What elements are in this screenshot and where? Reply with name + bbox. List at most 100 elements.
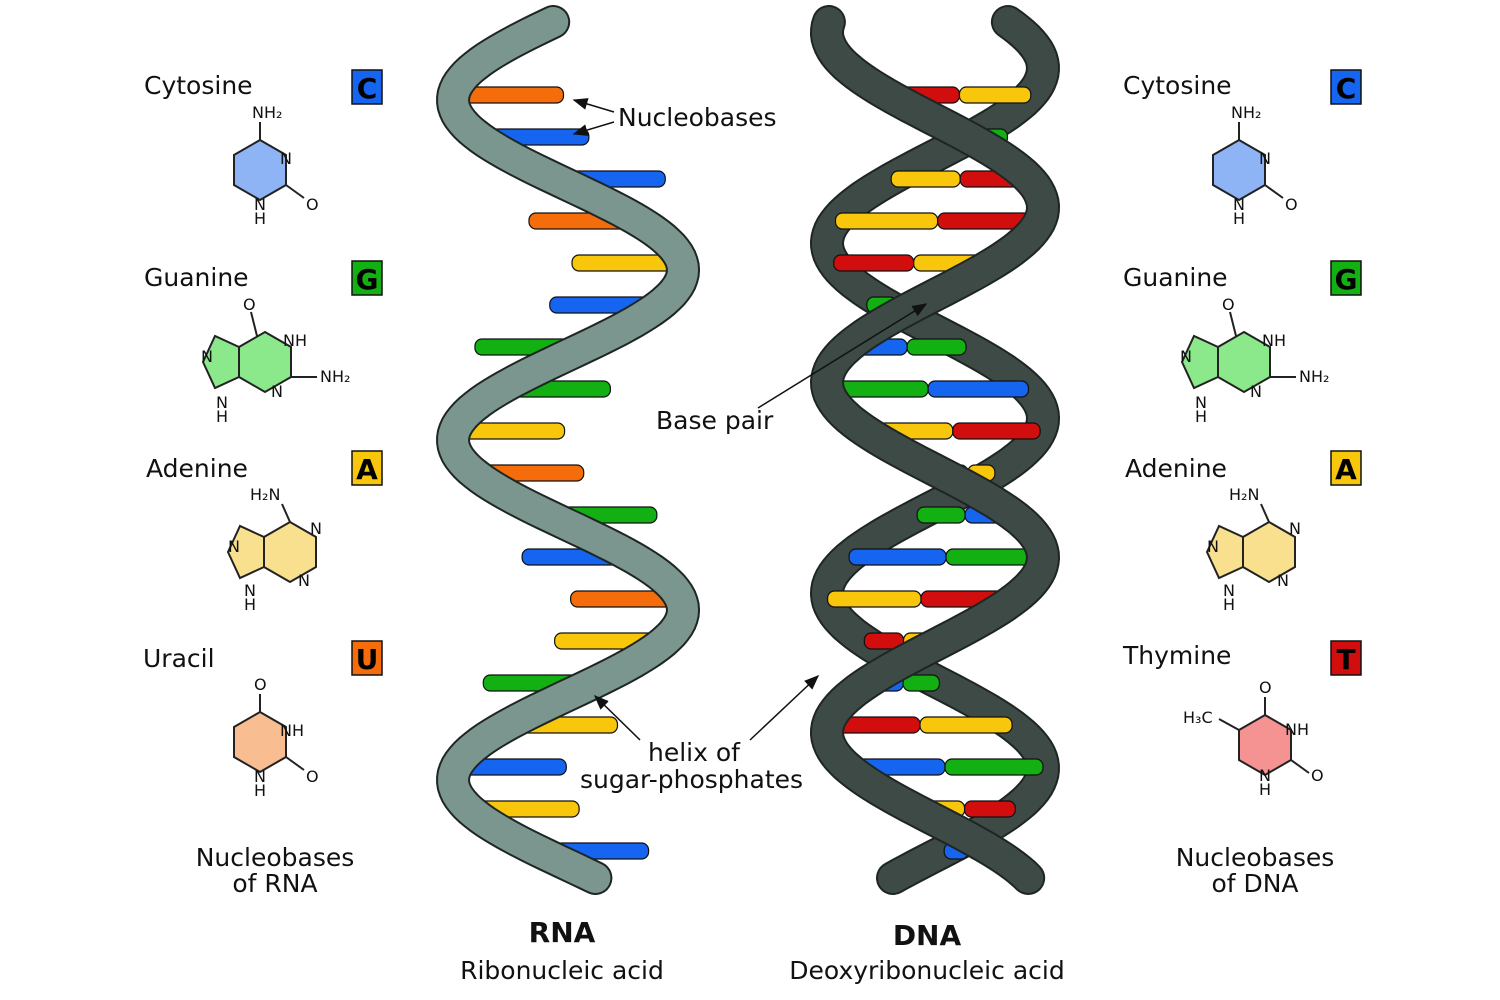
svg-text:N: N (280, 149, 292, 168)
svg-text:H: H (1233, 209, 1245, 228)
svg-text:O: O (1311, 766, 1324, 785)
svg-text:H: H (244, 595, 256, 614)
svg-text:N: N (228, 537, 240, 556)
badge-g (1330, 260, 1362, 296)
svg-text:H: H (254, 209, 266, 228)
guanine-structure: O NH NH₂ N N N H (1180, 295, 1329, 426)
rna-nucleobases-panel: Cytosine C NH₂ N N H O Guanine G O NH NH… (143, 69, 383, 898)
dna-base-G (916, 506, 966, 524)
badge-letter-a: A (1335, 453, 1357, 486)
svg-text:NH₂: NH₂ (320, 367, 350, 386)
svg-text:O: O (306, 195, 319, 214)
uracil-structure: O NH O N H (233, 675, 319, 800)
dna-backbone-strand-2 (811, 7, 1059, 893)
svg-text:N: N (1207, 537, 1219, 556)
dna-helix (809, 5, 1061, 895)
helix-label-line1: helix of (648, 738, 741, 767)
dna-base-G (944, 758, 1044, 776)
dna-nucleobases-panel: Cytosine C NH₂ N N H O Guanine G O NH NH… (1122, 69, 1362, 898)
helix-label-line2: sugar-phosphates (580, 765, 803, 794)
dna-base-G (902, 674, 940, 692)
dna-backbone-strand-1 (811, 7, 1059, 893)
dna-helix-arrow (749, 674, 820, 741)
svg-text:H₂N: H₂N (250, 485, 280, 504)
badge-letter-u: U (356, 643, 379, 676)
svg-text:NH: NH (280, 721, 304, 740)
guanine-structure: O NH NH₂ N N N H (201, 295, 350, 426)
svg-text:N: N (1223, 581, 1235, 600)
base-name-thymine: Thymine (1122, 641, 1231, 670)
svg-text:N: N (310, 519, 322, 538)
svg-text:NH₂: NH₂ (1231, 103, 1261, 122)
svg-text:O: O (254, 675, 267, 694)
svg-text:H: H (216, 407, 228, 426)
svg-text:H: H (1223, 595, 1235, 614)
svg-text:O: O (306, 767, 319, 786)
svg-text:H: H (1259, 780, 1271, 799)
dna-base-T (952, 422, 1041, 440)
cytosine-structure: NH₂ N N H O (1212, 103, 1298, 228)
cytosine-structure: NH₂ N N H O (233, 103, 319, 228)
svg-text:H₃C: H₃C (1183, 708, 1213, 727)
svg-text:N: N (1180, 347, 1192, 366)
svg-text:H₂N: H₂N (1229, 485, 1259, 504)
badge-a (1330, 450, 1362, 486)
svg-text:O: O (1285, 195, 1298, 214)
svg-text:NH: NH (1262, 331, 1286, 350)
dna-caption-line1: Nucleobases (1176, 843, 1335, 872)
badge-letter-g: G (356, 263, 379, 296)
svg-text:N: N (1259, 149, 1271, 168)
badge-c (351, 69, 383, 105)
svg-text:N: N (244, 581, 256, 600)
dna-base-T (963, 800, 1016, 818)
badge-letter-g: G (1335, 263, 1358, 296)
base-name-cytosine: Cytosine (144, 71, 253, 100)
badge-letter-t: T (1336, 643, 1355, 676)
base-name-guanine: Guanine (144, 263, 249, 292)
dna-base-A (890, 170, 961, 188)
svg-text:N: N (1233, 195, 1245, 214)
rna-helix-arrow (593, 694, 641, 741)
svg-text:N: N (1259, 766, 1271, 785)
adenine-structure: H₂N N N N N H (226, 485, 322, 614)
base-name-adenine: Adenine (146, 454, 248, 483)
svg-text:N: N (216, 393, 228, 412)
rna-backbone-strand (438, 7, 699, 893)
svg-text:H: H (254, 781, 266, 800)
base-pair-arrow (757, 303, 928, 409)
dna-subtitle: Deoxyribonucleic acid (789, 956, 1064, 985)
annotations: Nucleobases Base pair helix of sugar-pho… (572, 98, 928, 794)
nucleobases-arrow-2 (572, 121, 615, 136)
svg-text:N: N (254, 767, 266, 786)
badge-letter-c: C (357, 72, 378, 105)
dna-base-A (834, 212, 939, 230)
base-name-uracil: Uracil (143, 644, 215, 673)
base-name-guanine: Guanine (1123, 263, 1228, 292)
dna-base-C (848, 548, 947, 566)
svg-text:NH₂: NH₂ (1299, 367, 1329, 386)
dna-base-C (927, 380, 1030, 398)
svg-text:NH: NH (1285, 720, 1309, 739)
dna-base-A (958, 86, 1032, 104)
svg-text:N: N (1250, 382, 1262, 401)
svg-text:NH: NH (283, 331, 307, 350)
dna-base-A (919, 716, 1013, 734)
base-name-adenine: Adenine (1125, 454, 1227, 483)
svg-text:N: N (201, 347, 213, 366)
dna-base-T (833, 254, 915, 272)
badge-u (351, 640, 383, 676)
svg-text:H: H (1195, 407, 1207, 426)
svg-text:N: N (1195, 393, 1207, 412)
svg-text:N: N (254, 195, 266, 214)
badge-c (1330, 69, 1362, 105)
rna-caption-line1: Nucleobases (196, 843, 355, 872)
svg-text:N: N (1277, 571, 1289, 590)
base-pair-label: Base pair (656, 406, 774, 435)
dna-base-A (826, 590, 922, 608)
base-name-cytosine: Cytosine (1123, 71, 1232, 100)
rna-subtitle: Ribonucleic acid (460, 956, 664, 985)
badge-a (351, 450, 383, 486)
svg-text:O: O (1259, 678, 1272, 697)
rna-caption-line2: of RNA (232, 869, 317, 898)
